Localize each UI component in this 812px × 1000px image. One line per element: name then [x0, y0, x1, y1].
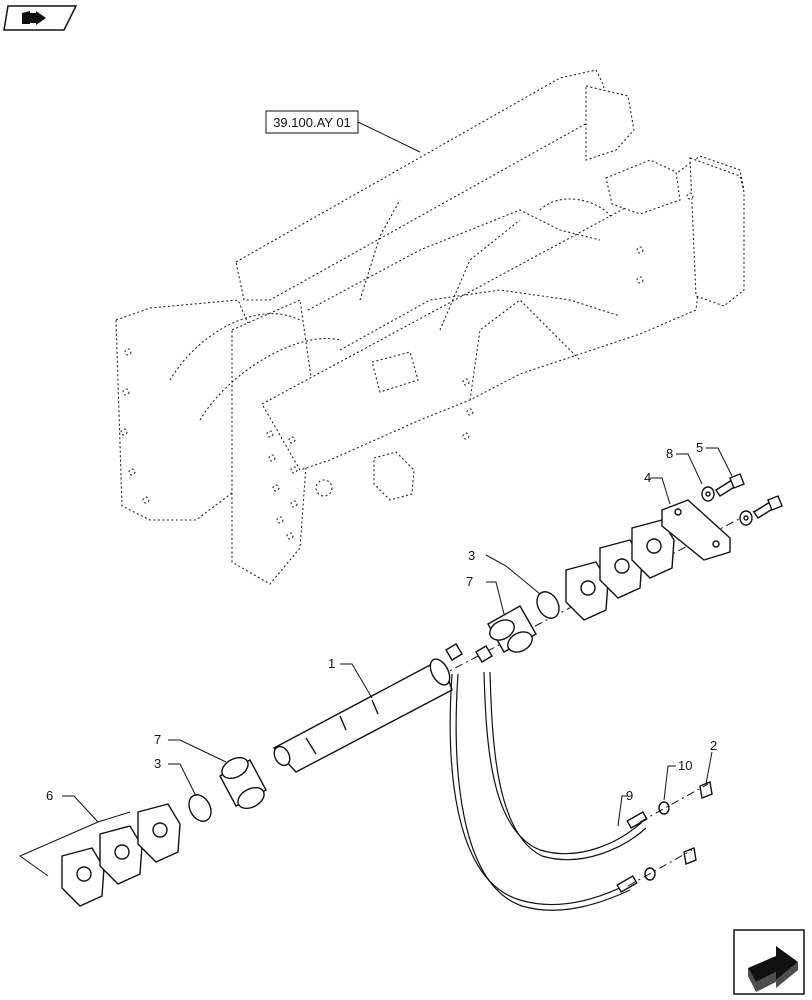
grease-hoses[interactable]: [449, 671, 648, 911]
fitting-axis-upper: [639, 783, 709, 823]
callout-1: 1: [328, 656, 335, 671]
shim-plates-left[interactable]: [61, 803, 181, 907]
callout-3b: 3: [154, 756, 161, 771]
book-navigation-icon[interactable]: [3, 5, 78, 31]
leader-4: [650, 477, 671, 505]
tractor-frame-outline: [115, 69, 745, 585]
callout-7a: 7: [466, 574, 473, 589]
frame-bolt-holes: [120, 192, 694, 540]
callout-8: 8: [666, 446, 673, 461]
axle-pin[interactable]: [271, 656, 454, 773]
bolt-5[interactable]: [715, 473, 745, 497]
washer-8[interactable]: [701, 486, 715, 502]
leader-7b: [168, 739, 227, 763]
leader-3a: [485, 554, 541, 595]
callout-5: 5: [696, 440, 703, 455]
callout-4: 4: [644, 470, 651, 485]
callout-labels: 1 2 3 3 4 5 6 7 7 8 9 10: [46, 440, 717, 803]
leader-9: [617, 795, 628, 827]
fitting-washers[interactable]: [644, 801, 670, 881]
callout-2: 2: [710, 738, 717, 753]
leader-10: [663, 765, 676, 801]
ring-left[interactable]: [185, 791, 216, 825]
fitting-axis-lower: [627, 849, 693, 887]
retaining-plate[interactable]: [661, 499, 731, 561]
nipples[interactable]: [683, 781, 713, 865]
callout-6: 6: [46, 788, 53, 803]
callout-7b: 7: [154, 732, 161, 747]
callout-10: 10: [678, 758, 692, 773]
leader-8: [676, 453, 703, 485]
washer-right[interactable]: [739, 510, 753, 526]
bolt-right[interactable]: [753, 495, 783, 519]
leader-3b: [168, 763, 197, 797]
callout-3a: 3: [468, 548, 475, 563]
leader-6: [18, 795, 131, 877]
grease-fittings[interactable]: [445, 643, 493, 663]
leader-7a: [486, 581, 505, 615]
bushing-left[interactable]: [218, 753, 267, 812]
leader-2: [705, 751, 713, 785]
callout-9: 9: [626, 788, 633, 803]
leader-5: [706, 447, 733, 477]
shim-plates-right[interactable]: [565, 519, 675, 621]
ring-right[interactable]: [533, 588, 564, 622]
reference-label[interactable]: 39.100.AY 01: [265, 110, 421, 153]
next-page-arrow-icon[interactable]: [733, 929, 805, 995]
bushing-right[interactable]: [486, 605, 537, 656]
leader-1: [340, 663, 373, 699]
svg-text:39.100.AY 01: 39.100.AY 01: [273, 115, 351, 130]
